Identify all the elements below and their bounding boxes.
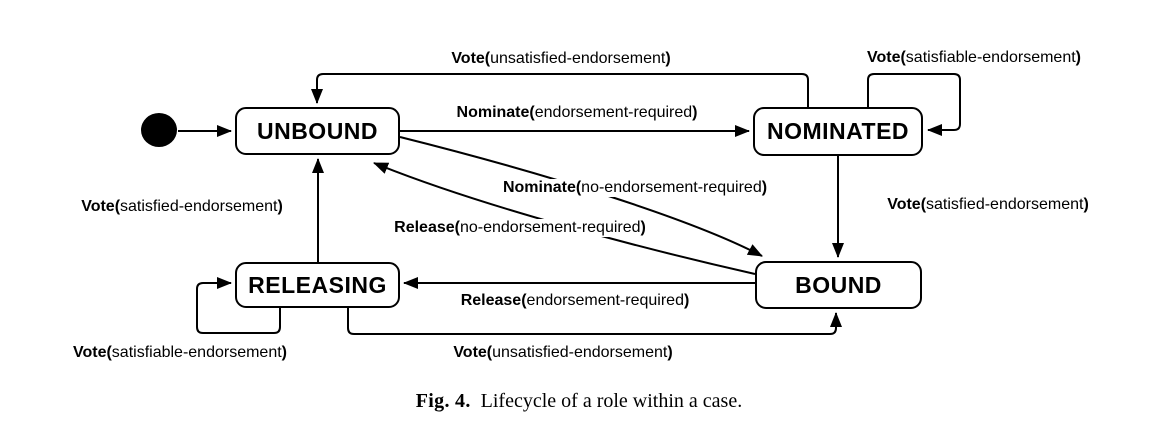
transition-label-nominate-endorsement-required: Nominate(endorsement-required) [454, 104, 700, 122]
initial-state-dot [141, 113, 177, 147]
transition-label-release-no-endorsement-required: Release(no-endorsement-required) [392, 219, 648, 237]
edge-nominated-to-unbound [311, 73, 809, 107]
figure-caption-text: Lifecycle of a role within a case. [480, 390, 743, 412]
edge-releasing-self-loop [196, 277, 281, 334]
transition-label-vote-satisfiable-releasing: Vote(satisfiable-endorsement) [70, 344, 290, 362]
transition-label-vote-satisfied-right: Vote(satisfied-endorsement) [885, 196, 1091, 214]
state-releasing: RELEASING [235, 262, 400, 308]
edge-releasing-to-bound [347, 308, 842, 335]
edge-nominated-self-loop [867, 73, 961, 136]
transition-label-vote-unsatisfied-top: Vote(unsatisfied-endorsement) [449, 50, 673, 68]
transition-label-nominate-no-endorsement-required: Nominate(no-endorsement-required) [500, 179, 770, 197]
transition-label-vote-satisfied-left: Vote(satisfied-endorsement) [79, 198, 285, 216]
state-unbound: UNBOUND [235, 107, 400, 155]
transition-label-vote-satisfiable-nominated: Vote(satisfiable-endorsement) [864, 49, 1084, 67]
figure-caption-number: Fig. 4. [415, 390, 471, 412]
figure-caption: Fig. 4. Lifecycle of a role within a case… [0, 390, 1158, 413]
transition-label-release-endorsement-required: Release(endorsement-required) [458, 292, 692, 310]
state-bound: BOUND [755, 261, 922, 309]
state-nominated: NOMINATED [753, 107, 923, 156]
transition-label-vote-unsatisfied-bottom: Vote(unsatisfied-endorsement) [451, 344, 675, 362]
